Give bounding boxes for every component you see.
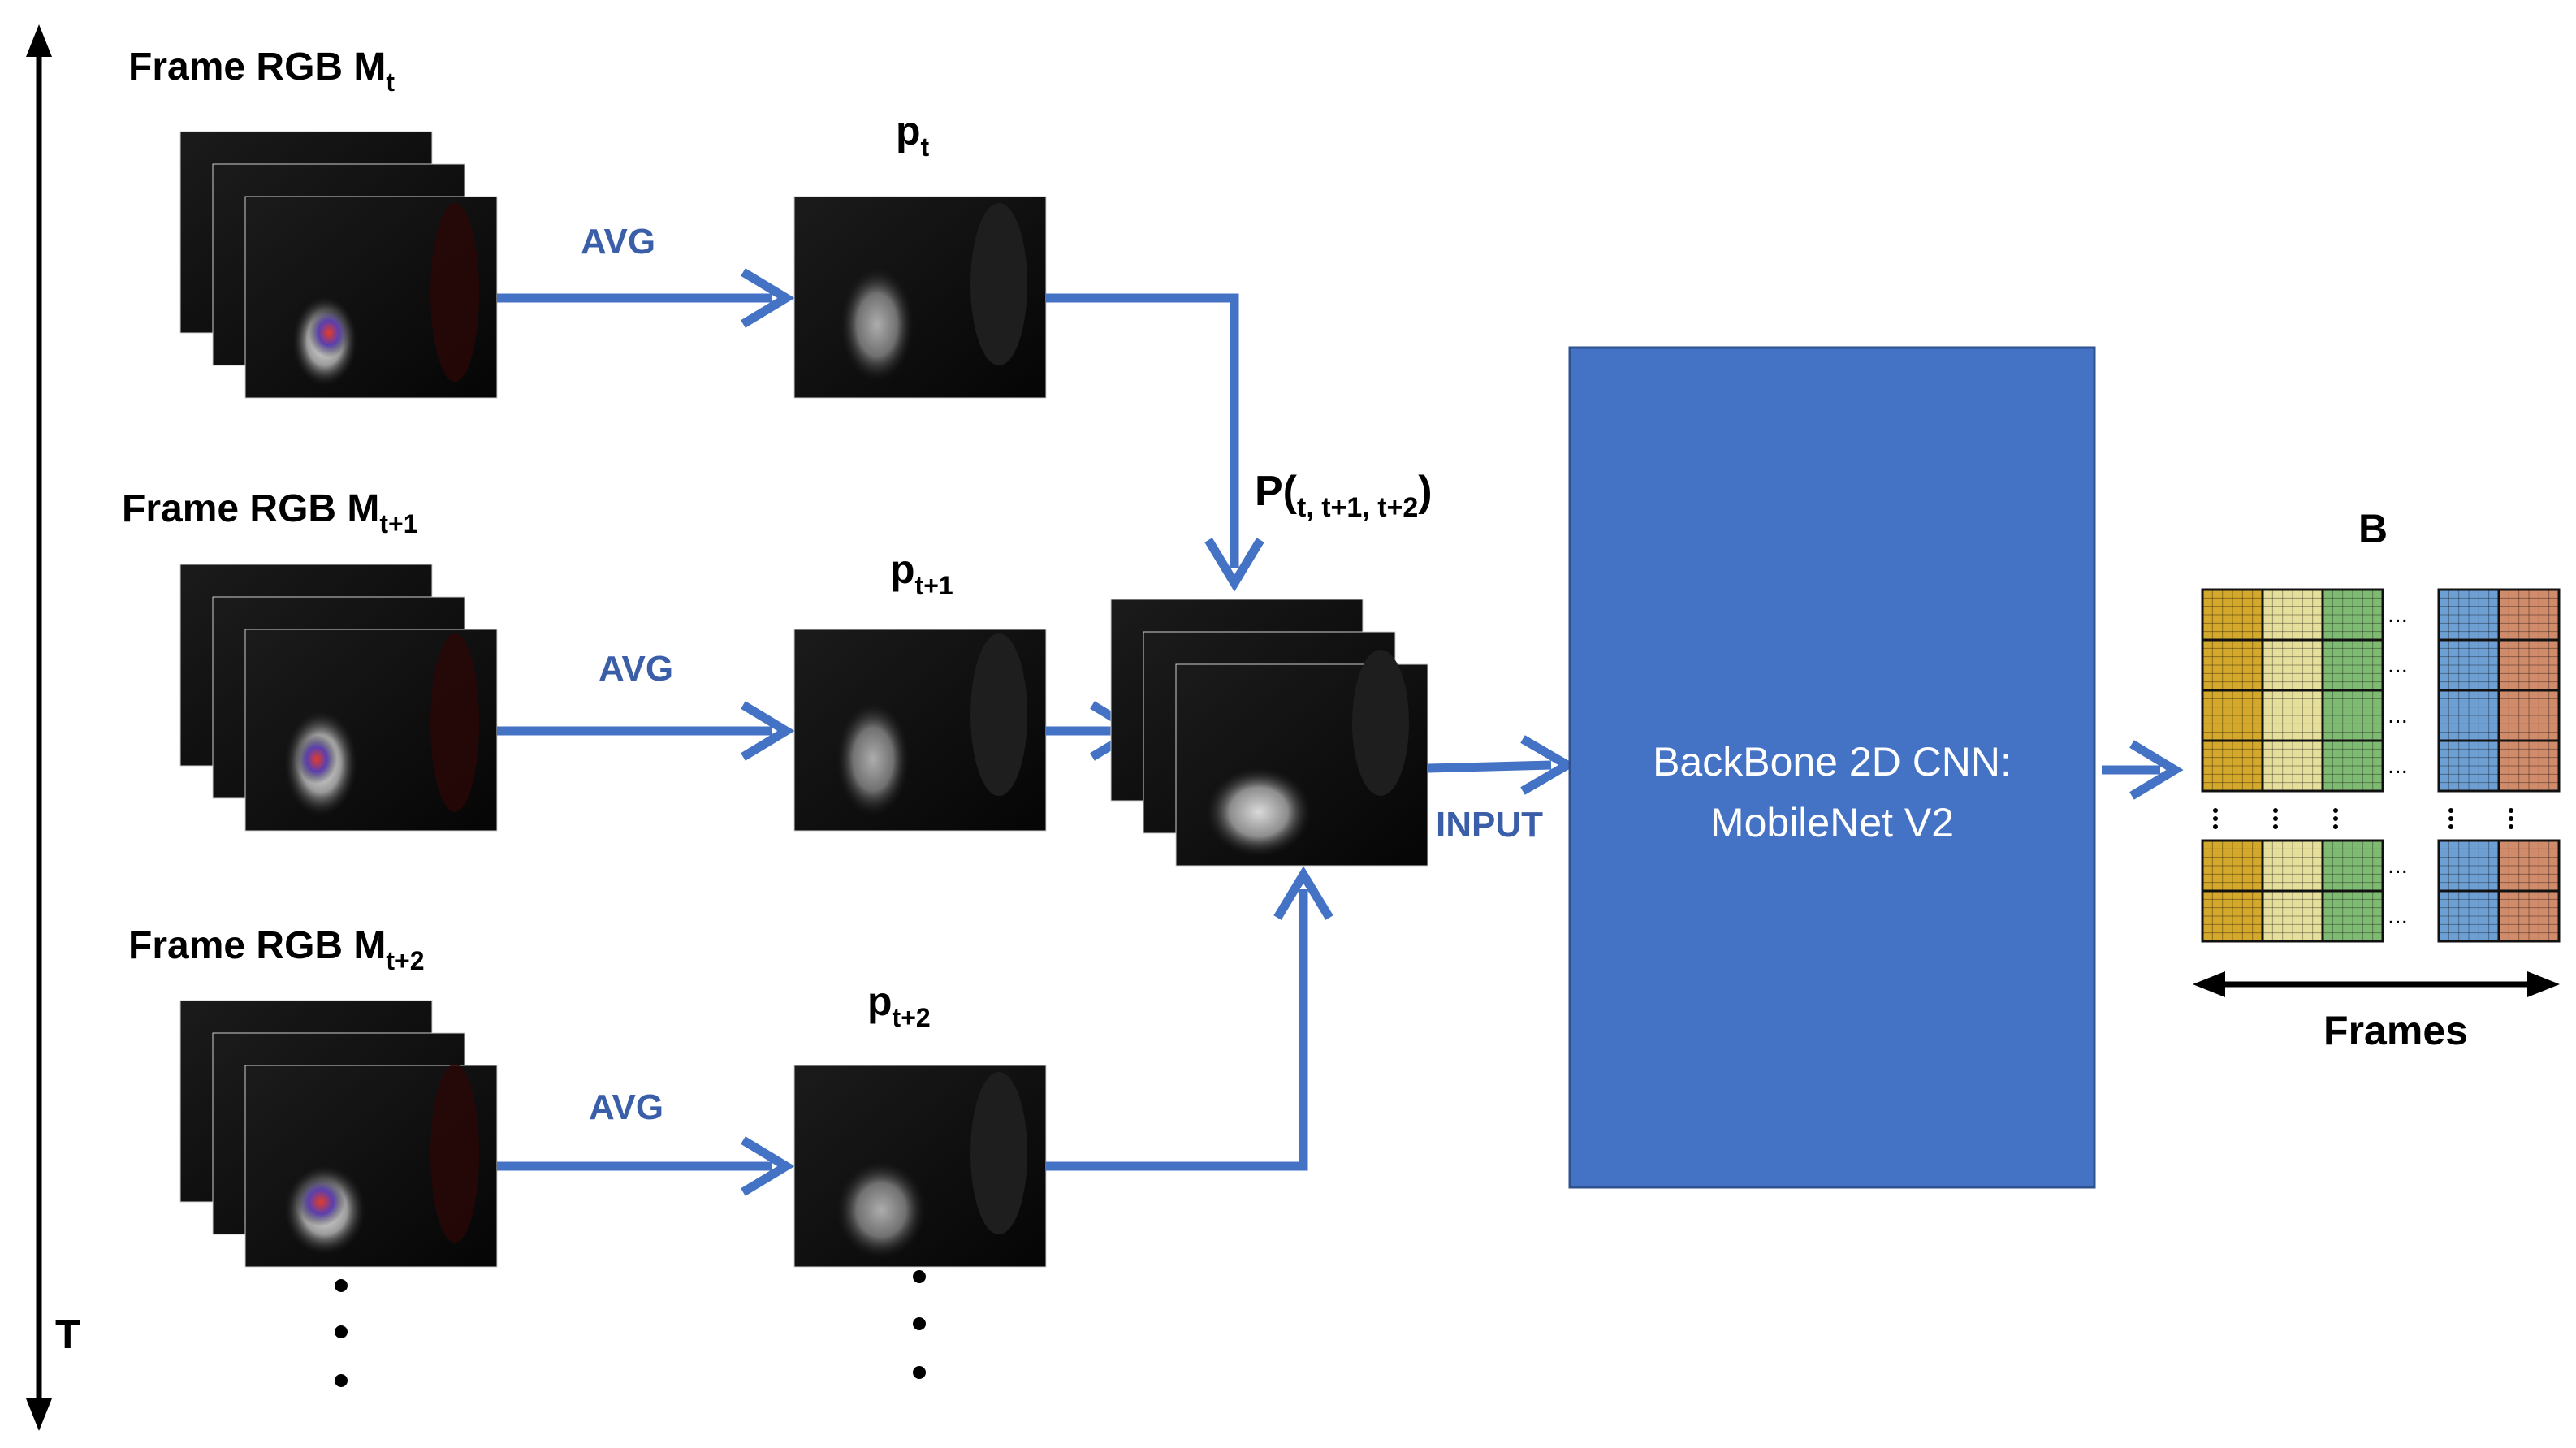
ellipsis-mark: ... <box>2388 651 2408 678</box>
time-axis-label: T <box>55 1312 80 1357</box>
arrow-head-icon <box>1520 735 1576 795</box>
feature-cell <box>2201 889 2264 943</box>
backbone-line2: MobileNet V2 <box>1710 800 1954 845</box>
feature-cell <box>2321 739 2384 793</box>
arrow-head-icon <box>741 1136 795 1196</box>
frame-label-row3: Frame RGB Mt+2 <box>128 924 425 975</box>
frames-arrow-right-icon <box>2527 971 2560 997</box>
stack-label: P(t, t+1, t+2) <box>1255 468 1433 523</box>
feature-cell <box>2321 689 2384 742</box>
frame-label-row2: Frame RGB Mt+1 <box>122 487 418 538</box>
stacked-input-frames: P(t, t+1, t+2) INPUT <box>1110 468 1576 867</box>
feature-cell <box>2321 638 2384 692</box>
feature-cell <box>2201 588 2264 642</box>
time-axis: T <box>26 24 80 1431</box>
feature-cell <box>2497 839 2561 893</box>
feature-cell <box>2437 739 2500 793</box>
avg-frame-row3 <box>793 1065 1047 1268</box>
ellipsis-mark: ... <box>2388 702 2408 728</box>
rgb-frame-stack-row3 <box>179 1000 498 1268</box>
backbone-line1: BackBone 2D CNN: <box>1653 739 2012 785</box>
feature-cell <box>2261 889 2324 943</box>
feature-cell <box>2437 588 2500 642</box>
output-features: B .................. Frames <box>2193 506 2561 1053</box>
continuation-dots <box>335 1270 926 1387</box>
rgb-frame-stack-row1 <box>179 131 498 399</box>
ellipsis-mark: ... <box>2388 902 2408 929</box>
ellipsis-mark: ... <box>2388 601 2408 628</box>
axis-arrow-up-icon <box>26 24 52 57</box>
arrow-head-icon <box>2129 740 2184 800</box>
row-1: Frame RGB Mt AVG pt <box>128 45 1264 592</box>
axis-arrow-down-icon <box>26 1398 52 1431</box>
avg-label-row1: AVG <box>581 222 655 262</box>
frames-arrow-left-icon <box>2193 971 2225 997</box>
feature-cell <box>2437 889 2500 943</box>
feature-grid: .................. <box>2201 588 2561 943</box>
arrow-head-icon <box>1204 538 1264 592</box>
avg-frame-row2 <box>793 629 1047 832</box>
frames-axis-label: Frames <box>2323 1008 2468 1053</box>
feature-cell <box>2497 588 2561 642</box>
input-label: INPUT <box>1436 805 1543 845</box>
arrow-head-icon <box>741 701 795 761</box>
row-3: Frame RGB Mt+2 AVG pt+2 <box>128 866 1333 1268</box>
backbone-block: BackBone 2D CNN: MobileNet V2 <box>1568 346 2184 1189</box>
feature-cell <box>2201 739 2264 793</box>
frame-label-row1: Frame RGB Mt <box>128 45 395 97</box>
p-label-row2: pt+1 <box>890 547 953 600</box>
p-label-row3: pt+2 <box>867 979 931 1032</box>
feature-cell <box>2497 638 2561 692</box>
output-label: B <box>2358 506 2388 551</box>
feature-cell <box>2497 889 2561 943</box>
avg-label-row3: AVG <box>589 1087 663 1127</box>
rgb-frame-stack-row2 <box>179 564 498 832</box>
arrow-head-icon <box>741 268 795 328</box>
avg-label-row2: AVG <box>599 649 673 689</box>
feature-cell <box>2497 739 2561 793</box>
arrow-head-icon <box>1273 866 1333 920</box>
row-2: Frame RGB Mt+1 AVG pt+1 <box>122 487 1144 832</box>
feature-cell <box>2261 739 2324 793</box>
feature-cell <box>2201 839 2264 893</box>
feature-cell <box>2321 889 2384 943</box>
p-label-row1: pt <box>896 108 930 162</box>
feature-cell <box>2201 638 2264 692</box>
feature-cell <box>2261 689 2324 742</box>
ellipsis-mark: ... <box>2388 852 2408 879</box>
avg-frame-row1 <box>793 196 1047 399</box>
ellipsis-mark: ... <box>2388 752 2408 779</box>
